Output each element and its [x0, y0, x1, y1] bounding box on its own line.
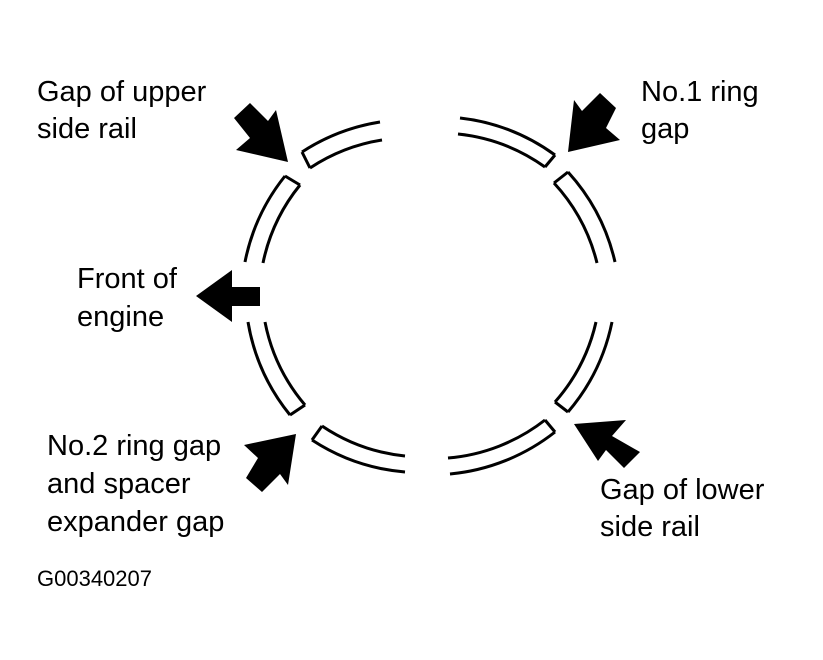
arrow-front-of-engine-icon [196, 270, 260, 322]
ring-segment-bottom-right [447, 418, 557, 476]
arrow-upper-side-rail-icon [234, 103, 288, 162]
label-lower-side-rail-line2: side rail [600, 511, 700, 543]
ring-segment-top-right [457, 116, 557, 169]
figure-id: G00340207 [37, 566, 152, 591]
label-upper-side-rail: Gap of upper side rail [37, 76, 207, 145]
arrows [196, 93, 640, 492]
label-no2-ring-line3: expander gap [47, 506, 224, 538]
arrow-no1-ring-icon [568, 93, 620, 152]
label-front-line2: engine [77, 301, 164, 333]
ring-segment-top-left [300, 120, 383, 170]
label-lower-side-rail: Gap of lower side rail [600, 474, 765, 543]
label-no2-ring-gap: No.2 ring gap and spacer expander gap [47, 430, 224, 538]
arrow-lower-side-rail-icon [574, 420, 640, 468]
arrow-no2-ring-icon [244, 434, 296, 492]
ring-segment-left-upper [243, 174, 302, 264]
label-no1-ring-gap: No.1 ring gap [641, 76, 759, 145]
label-lower-side-rail-line1: Gap of lower [600, 474, 765, 506]
label-no2-ring-line1: No.2 ring gap [47, 430, 221, 462]
label-upper-side-rail-line2: side rail [37, 113, 137, 145]
label-no2-ring-line2: and spacer [47, 468, 191, 500]
ring-segment-left-lower [246, 321, 307, 417]
label-no1-ring-line2: gap [641, 113, 689, 145]
label-upper-side-rail-line1: Gap of upper [37, 76, 207, 108]
label-front-of-engine: Front of engine [77, 263, 178, 333]
ring-segments [243, 116, 617, 476]
ring-segment-right-lower [553, 321, 614, 414]
label-no1-ring-line1: No.1 ring [641, 76, 759, 108]
ring-segment-bottom-left [310, 424, 406, 474]
ring-segment-right-upper [552, 170, 617, 264]
label-front-line1: Front of [77, 263, 178, 295]
